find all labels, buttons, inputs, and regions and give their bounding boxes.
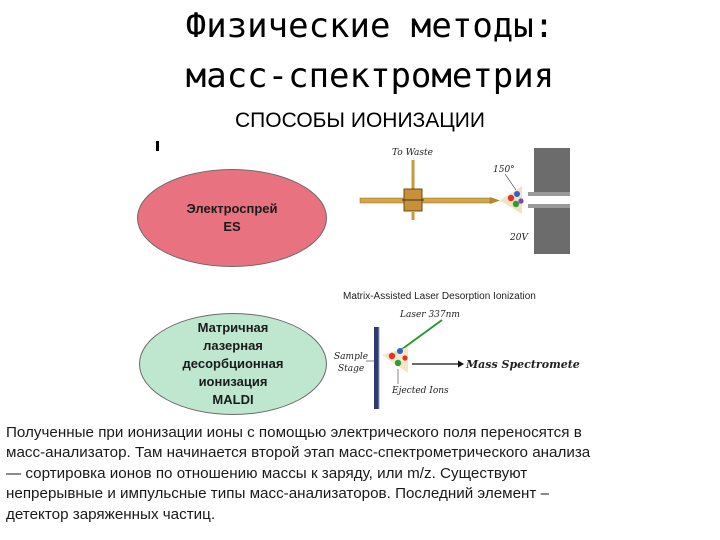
- maldi-label-line-2: лазерная: [203, 338, 263, 353]
- ion-path-arrowhead: [458, 360, 464, 368]
- body-line: Полученные при ионизации ионы с помощью …: [6, 424, 582, 441]
- droplet: [512, 200, 520, 208]
- droplet: [518, 198, 524, 204]
- maldi-caption: Matrix-Assisted Laser Desorption Ionizat…: [343, 291, 536, 302]
- es-method-ellipse: Электроспрей ES: [137, 169, 327, 267]
- es-label-line-2: ES: [223, 219, 241, 234]
- sample-plate: [374, 327, 379, 409]
- maldi-label-line-1: Матричная: [197, 320, 269, 335]
- section-subtitle: СПОСОБЫ ИОНИЗАЦИИ: [235, 109, 485, 132]
- es-label-line-1: Электроспрей: [186, 201, 278, 216]
- electrospray-diagram: To Waste 150° 20V: [359, 148, 570, 254]
- slide-title-line-1: Физические методы:: [185, 6, 555, 46]
- maldi-label-line-4: ионизация: [198, 374, 268, 389]
- mass-spectrometer-label: Mass Spectrometer: [465, 358, 580, 371]
- angle-label: 150°: [493, 165, 515, 175]
- inlet-plate-lower: [528, 204, 570, 208]
- body-line: детектор заряженных частиц.: [6, 505, 216, 523]
- laser-label: Laser 337nm: [399, 310, 460, 320]
- ion: [394, 359, 402, 367]
- bullet-mark: [156, 141, 159, 151]
- ejected-ions-label: Ejected Ions: [391, 386, 449, 396]
- inlet-block-lower: [534, 208, 570, 254]
- maldi-label-line-3: десорбционная: [182, 356, 284, 371]
- ion: [402, 355, 408, 361]
- voltage-label: 20V: [509, 233, 529, 243]
- needle-tip: [490, 197, 500, 204]
- inlet-plate-upper: [528, 192, 570, 196]
- body-line: непрерывные и импульсные типы масс-анали…: [6, 485, 550, 503]
- inlet-block-upper: [534, 148, 570, 192]
- body-line: масс-анализатор. Там начинается второй э…: [6, 444, 591, 462]
- slide-title-line-2: масс-спектрометрия: [185, 56, 555, 96]
- ion: [397, 348, 403, 354]
- sample-stage-label-1: Sample: [334, 352, 368, 362]
- body-paragraph: Полученные при ионизации ионы с помощью …: [6, 423, 712, 525]
- capillary-tube: [359, 197, 491, 204]
- sample-stage-label-2: Stage: [338, 364, 364, 374]
- angle-pointer: [504, 173, 517, 191]
- ion: [388, 352, 396, 360]
- droplet: [514, 191, 520, 197]
- to-waste-label: To Waste: [392, 148, 433, 158]
- maldi-method-ellipse: Матричная лазерная десорбционная ионизац…: [139, 313, 327, 415]
- body-line: — сортировка ионов по отношению массы к …: [6, 464, 528, 482]
- droplet: [507, 194, 515, 202]
- maldi-label-line-5: MALDI: [212, 392, 254, 407]
- maldi-diagram: Matrix-Assisted Laser Desorption Ionizat…: [334, 291, 580, 409]
